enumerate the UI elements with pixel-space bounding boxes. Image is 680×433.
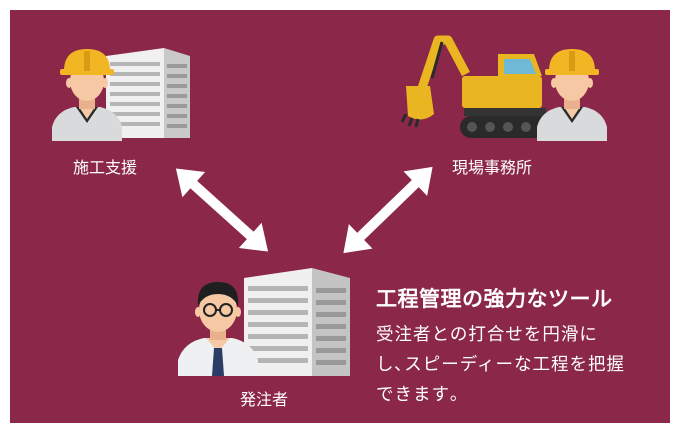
office-building-icon <box>244 268 350 376</box>
feature-desc-line: 受注者との打合せを円滑に <box>376 325 598 345</box>
feature-description: 受注者との打合せを円滑に し､スピーディーな工程を把握 できます｡ <box>376 320 666 410</box>
worker-helmet-icon <box>52 49 122 141</box>
excavator-icon <box>400 35 552 138</box>
feature-headline: 工程管理の強力なツール <box>376 287 613 311</box>
label-support: 施工支援 <box>73 158 138 177</box>
label-site-office: 現場事務所 <box>452 158 533 177</box>
worker-helmet-icon <box>537 49 607 141</box>
office-building-icon <box>106 48 190 138</box>
feature-desc-line: できます｡ <box>376 385 460 405</box>
label-client: 発注者 <box>240 390 289 409</box>
feature-desc-line: し､スピーディーな工程を把握 <box>376 355 626 375</box>
businessman-icon <box>178 282 258 376</box>
